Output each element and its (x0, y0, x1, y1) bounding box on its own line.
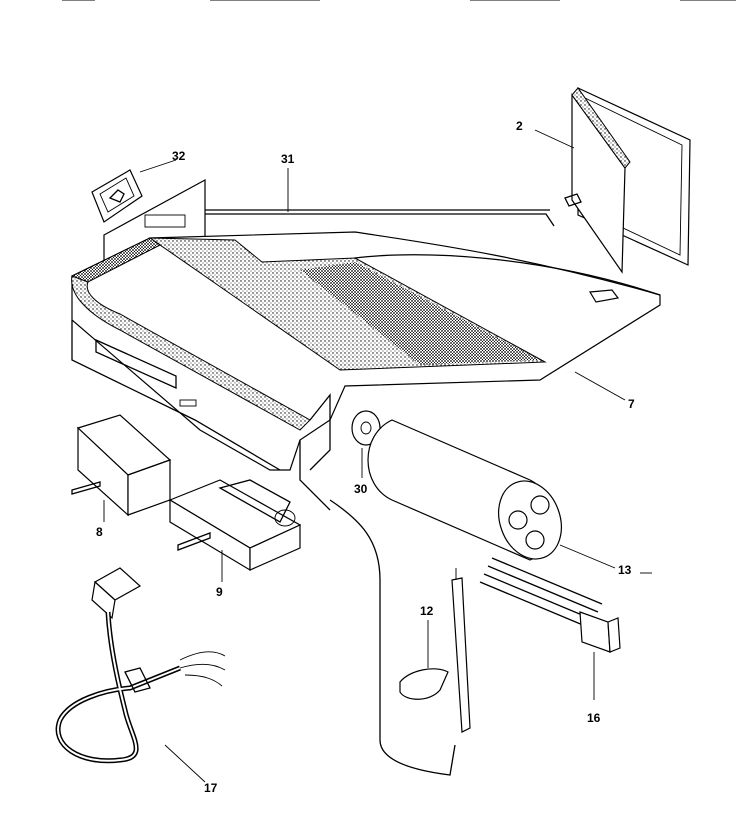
label-part-7: 7 (628, 397, 635, 411)
label-part-31: 31 (281, 152, 295, 166)
label-part-12: 12 (420, 604, 434, 618)
label-part-2: 2 (516, 119, 523, 133)
label-part-9: 9 (216, 585, 223, 599)
part-13-capacitor (367, 419, 652, 574)
label-part-30: 30 (354, 482, 368, 496)
label-part-8: 8 (96, 525, 103, 539)
label-part-17: 17 (204, 781, 218, 795)
part-32-bracket (91, 159, 177, 223)
part-17-power-cord (55, 567, 226, 783)
part-7-housing (70, 231, 661, 511)
label-part-13: 13 (618, 563, 632, 577)
part-31-rod (185, 168, 555, 227)
part-12-sensor (329, 499, 471, 776)
label-part-32: 32 (172, 149, 186, 163)
part-2-filter-panel (534, 87, 691, 274)
part-16-connector (479, 557, 621, 700)
part-8-switch (71, 414, 172, 522)
part-labels: 2 32 31 7 30 13 8 9 12 16 17 (96, 119, 635, 795)
label-part-16: 16 (587, 711, 601, 725)
part-9-switch-assembly (168, 479, 302, 582)
